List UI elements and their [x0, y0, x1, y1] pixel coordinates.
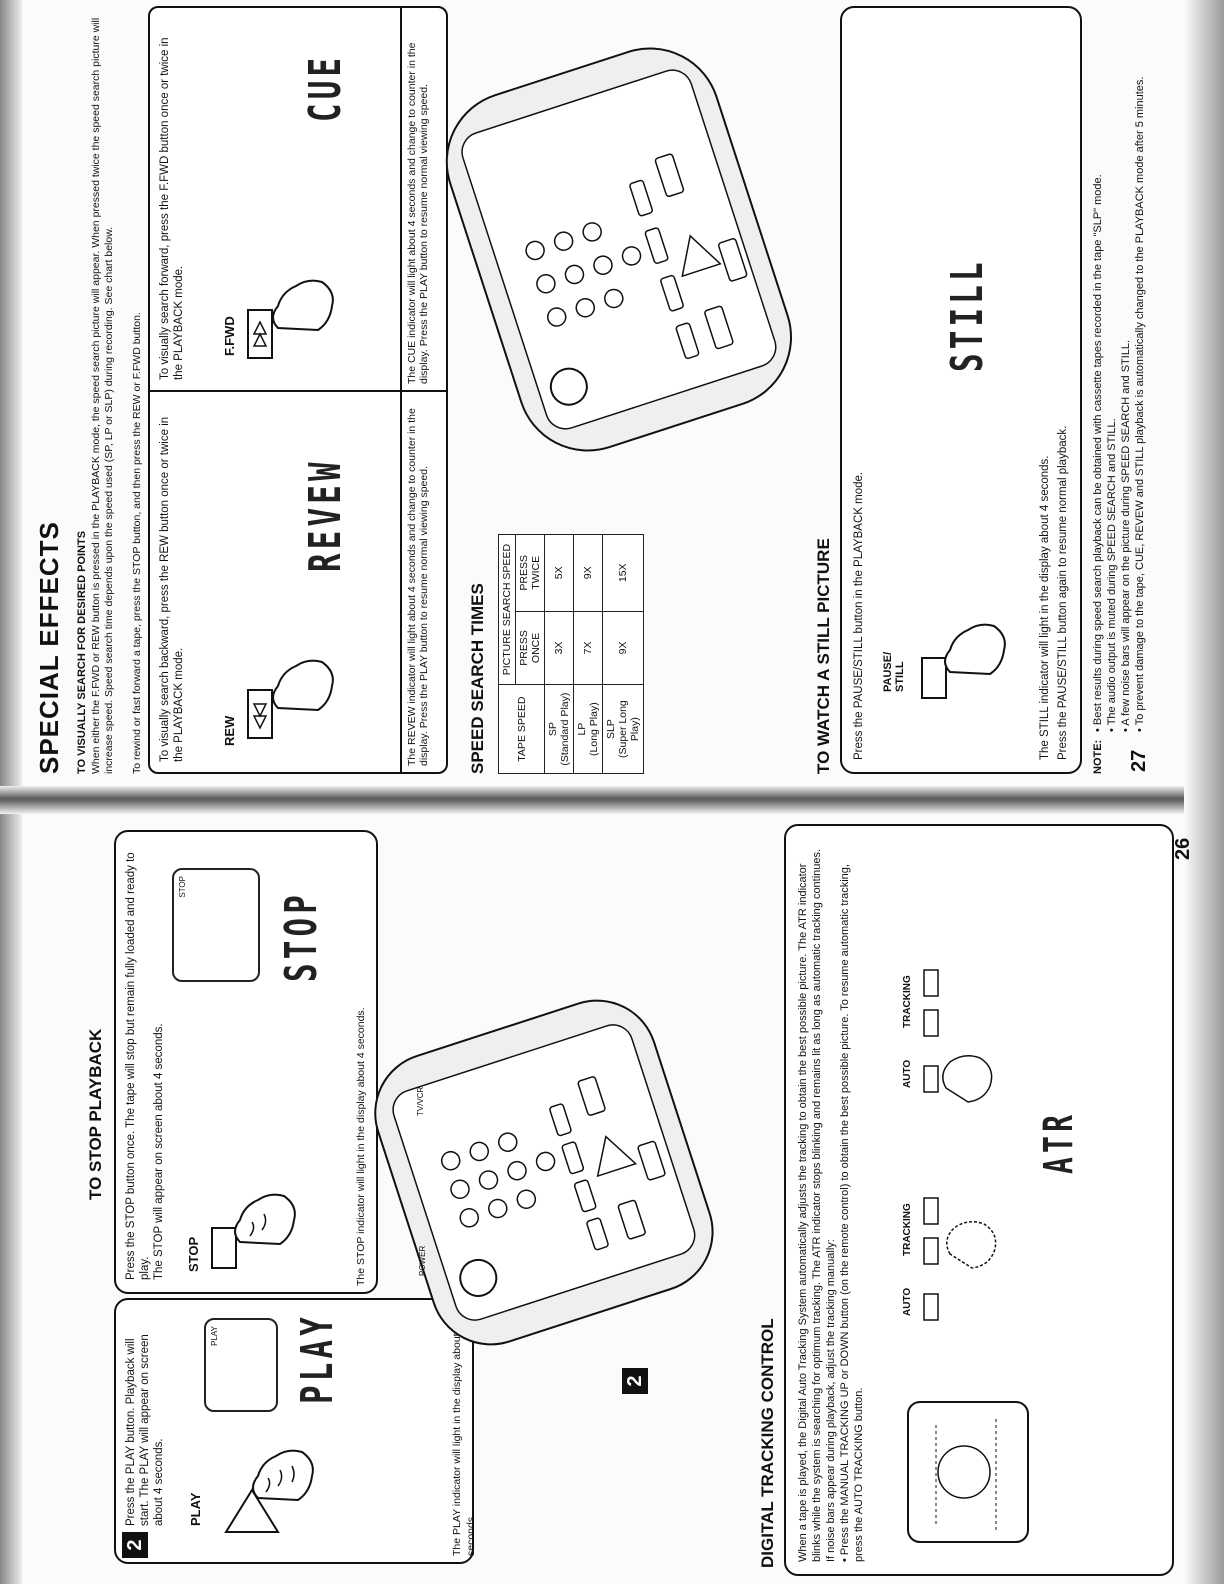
ffwd-instructions: To visually search forward, press the F.…	[159, 37, 185, 380]
stop-screen-text: STOP	[178, 876, 187, 898]
visual-search-text-2: To rewind or fast forward a tape, press …	[131, 312, 143, 774]
table-row: LP(Long Play) 7X 9X	[573, 534, 603, 774]
visual-search-heading: TO VISUALLY SEARCH FOR DESIRED POINTS	[76, 530, 88, 774]
tracking-label-1: TRACKING	[902, 1203, 913, 1256]
row-speed-desc: (Super Long Play)	[617, 700, 641, 759]
note-3: • A few noise bars will appear on the pi…	[1120, 339, 1132, 732]
stop-button-label: STOP	[186, 1236, 201, 1272]
speed-search-table: TAPE SPEED PICTURE SEARCH SPEED PRESS ON…	[498, 534, 644, 774]
hand-pressing-stop-icon	[211, 1193, 296, 1269]
play-instructions: Press the PLAY button. Playback will sta…	[125, 1334, 165, 1526]
search-box: To visually search backward, press the R…	[148, 6, 448, 774]
hand-auto-tracking-icon	[923, 969, 993, 1103]
dtc-bullet: • Press the MANUAL TRACKING UP or DOWN b…	[839, 864, 865, 1562]
play-button-label: PLAY	[188, 1492, 203, 1526]
still-footer-2: Press the PAUSE/STILL button again to re…	[1057, 425, 1069, 760]
still-box: Press the PAUSE/STILL button in the PLAY…	[840, 6, 1082, 774]
tv-noise-picture-icon	[907, 1401, 1029, 1543]
note-1: • Best results during speed search playb…	[1092, 174, 1104, 732]
pause-still-button-label: PAUSE/ STILL	[882, 651, 906, 692]
table-row: SLP(Super Long Play) 9X 15X	[602, 534, 644, 774]
dtc-box: When a tape is played, the Digital Auto …	[784, 824, 1174, 1576]
row-twice: 9X	[573, 534, 603, 612]
hand-pressing-ffwd-icon	[247, 279, 334, 359]
stop-box: Press the STOP button once. The tape wil…	[114, 830, 378, 1294]
speed-table-heading: SPEED SEARCH TIMES	[468, 583, 487, 774]
rew-display-indicator: REVEW	[300, 458, 351, 572]
book-gutter	[0, 786, 1224, 814]
note-4: • To prevent damage to the tape, CUE, RE…	[1134, 76, 1146, 732]
stop-instructions-1: Press the STOP button once. The tape wil…	[125, 852, 151, 1280]
hand-pressing-pause-icon	[921, 623, 1006, 699]
row-speed: LP	[576, 722, 588, 736]
rew-footer: The REVEW indicator will light about 4 s…	[406, 408, 430, 766]
note-label: NOTE:	[1092, 739, 1104, 774]
table-row: SP(Standard Play) 3X 5X	[544, 534, 574, 774]
rew-button-label: REW	[222, 715, 237, 746]
atr-display-indicator: ATR	[1036, 1110, 1082, 1174]
ffwd-footer: The CUE indicator will light about 4 sec…	[406, 42, 430, 384]
step-badge-remote: 2	[622, 1368, 648, 1394]
row-once: 9X	[602, 611, 644, 685]
row-twice: 5X	[544, 534, 574, 612]
row-twice: 15X	[602, 534, 644, 612]
auto-label-1: AUTO	[902, 1287, 913, 1316]
still-instructions: Press the PAUSE/STILL button in the PLAY…	[853, 471, 865, 760]
col-tape-speed: TAPE SPEED	[498, 684, 545, 774]
left-page-number: 26	[1172, 837, 1194, 860]
table-header-row: TAPE SPEED PICTURE SEARCH SPEED	[498, 534, 545, 774]
still-heading: TO WATCH A STILL PICTURE	[814, 538, 833, 774]
row-once: 3X	[544, 611, 574, 685]
stop-playback-heading: TO STOP PLAYBACK	[86, 1028, 105, 1200]
ffwd-button-label: F.FWD	[222, 316, 237, 356]
col-press-once: PRESS ONCE	[515, 611, 545, 685]
search-box-footer-rule	[400, 8, 402, 772]
col-picture-search: PICTURE SEARCH SPEED	[498, 534, 516, 685]
stop-display-indicator: STOP	[276, 891, 327, 982]
dtc-text: When a tape is played, the Digital Auto …	[797, 848, 837, 1562]
remote-control-illustration	[374, 999, 714, 1346]
remote-control-illustration-right	[445, 47, 793, 452]
play-tv-screen: PLAY	[204, 1318, 278, 1412]
auto-label-2: AUTO	[902, 1059, 913, 1088]
stop-tv-screen: STOP	[172, 868, 260, 982]
row-speed: SLP	[605, 719, 617, 740]
row-speed-desc: (Standard Play)	[559, 692, 571, 766]
scan-edge-bottom	[1184, 0, 1224, 1584]
row-speed: SP	[547, 722, 559, 737]
step-badge-play: 2	[122, 1532, 148, 1558]
dtc-heading: DIGITAL TRACKING CONTROL	[758, 1318, 777, 1568]
right-page-number: 27	[1128, 749, 1150, 772]
play-box: 2 Press the PLAY button. Playback will s…	[114, 1298, 477, 1564]
hand-pressing-play-icon	[224, 1449, 314, 1533]
stop-footer: The STOP indicator will light in the dis…	[355, 1007, 367, 1286]
note-2: • The audio output is muted during SPEED…	[1106, 418, 1118, 732]
row-once: 7X	[573, 611, 603, 685]
still-display-indicator: STILL	[942, 258, 993, 372]
still-footer-1: The STILL indicator will light in the di…	[1039, 455, 1051, 761]
rew-instructions: To visually search backward, press the R…	[159, 416, 185, 762]
row-speed-desc: (Long Play)	[588, 702, 600, 756]
remote-tvvcr-label: TV/VCR	[416, 1086, 425, 1116]
stop-instructions-2: The STOP will appear on screen about 4 s…	[153, 1023, 165, 1280]
ffwd-display-indicator: CUE	[300, 53, 351, 122]
remote-power-label: POWER	[418, 1245, 427, 1276]
left-page: 2 Press the PLAY button. Playback will s…	[22, 816, 1194, 1576]
hand-tracking-manual-icon	[923, 1197, 997, 1321]
tracking-label-2: TRACKING	[902, 975, 913, 1028]
play-display-indicator: PLAY	[292, 1313, 343, 1404]
hand-pressing-rew-icon	[247, 659, 334, 739]
right-page: SPECIAL EFFECTS TO VISUALLY SEARCH FOR D…	[22, 6, 1182, 784]
play-screen-text: PLAY	[210, 1326, 219, 1346]
visual-search-text-1: When either the F.FWD or REW button is p…	[90, 17, 115, 774]
col-press-twice: PRESS TWICE	[515, 534, 545, 612]
special-effects-title: SPECIAL EFFECTS	[34, 521, 64, 774]
